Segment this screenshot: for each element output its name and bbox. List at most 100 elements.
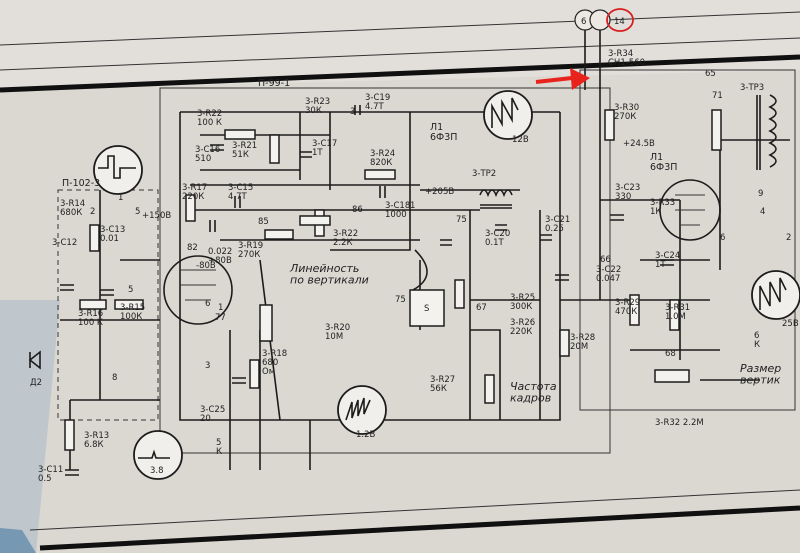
node-label-30: 1 (410, 201, 415, 211)
node-label-21: 6 (205, 299, 210, 309)
waveform-plate-1 (93, 145, 143, 195)
node-label-22: +150В (142, 211, 171, 221)
node-label-29: S (424, 304, 429, 314)
label-c12: 3-С12 (52, 238, 77, 248)
transformer-tr3 (756, 94, 777, 170)
node-label-3: 67 (476, 303, 487, 313)
label-r32: 3-R32 2.2М (655, 418, 704, 428)
node-label-11: 8 (112, 373, 117, 383)
power-bus-bottom (39, 505, 800, 551)
label-c14: 0.022+80В (208, 247, 232, 266)
label-tr3: 3-ТР3 (740, 83, 764, 93)
block-frame-right (579, 69, 796, 411)
node-label-9: 77 (215, 313, 226, 323)
node-label-12: 5 (128, 285, 133, 295)
waveform-plate-3 (483, 90, 533, 140)
node-label-13: 6 (720, 233, 725, 243)
block-frame-p99 (159, 87, 611, 454)
node-label-15: 9 (758, 189, 763, 199)
node-label-1: 86 (352, 205, 363, 215)
label-tr2: 3-ТР2 (472, 169, 496, 179)
tube-l1 (163, 255, 233, 325)
node-label-19: 3 (205, 361, 210, 371)
block-p102: П-102-3 (62, 178, 100, 189)
node-label-6: 68 (665, 349, 676, 359)
plate-label-p1: 1 (118, 193, 123, 203)
pin-6: 6 (581, 17, 586, 27)
node-label-16: 2 (90, 207, 95, 217)
node-label-8: 75 (395, 295, 406, 305)
node-label-26: +205В (425, 187, 454, 197)
node-label-0: 85 (258, 217, 269, 227)
node-label-2: 75 (456, 215, 467, 225)
plate-label-p4: 25В (782, 319, 799, 329)
node-label-10: 82 (187, 243, 198, 253)
node-label-23: 2 (786, 233, 791, 243)
node-label-18: 3 (350, 107, 355, 117)
transformer-tr2 (479, 189, 513, 209)
waveform-plate-4 (751, 270, 800, 320)
pin-marker-14-circled (606, 8, 634, 32)
waveform-plate-2 (133, 430, 183, 480)
red-arrow-icon (535, 68, 590, 90)
plate-label-p5: 1.2В (356, 430, 376, 440)
power-bus-top (0, 54, 800, 93)
plate-label-p2: 3.8 (150, 466, 164, 476)
diode-d2 (28, 350, 41, 370)
node-label-5: 65 (705, 69, 716, 79)
node-label-25: +24.5В (623, 139, 655, 149)
tube-l1b (659, 179, 721, 241)
node-label-4: 66 (600, 255, 611, 265)
waveform-plate-5 (337, 385, 387, 435)
node-label-14: 4 (760, 207, 765, 217)
node-label-20: 5 (135, 207, 140, 217)
label-d2: Д2 (30, 378, 42, 388)
node-label-17: 1 (218, 303, 223, 313)
pin-14: 14 (614, 17, 625, 27)
node-label-24: -80В (196, 261, 216, 271)
